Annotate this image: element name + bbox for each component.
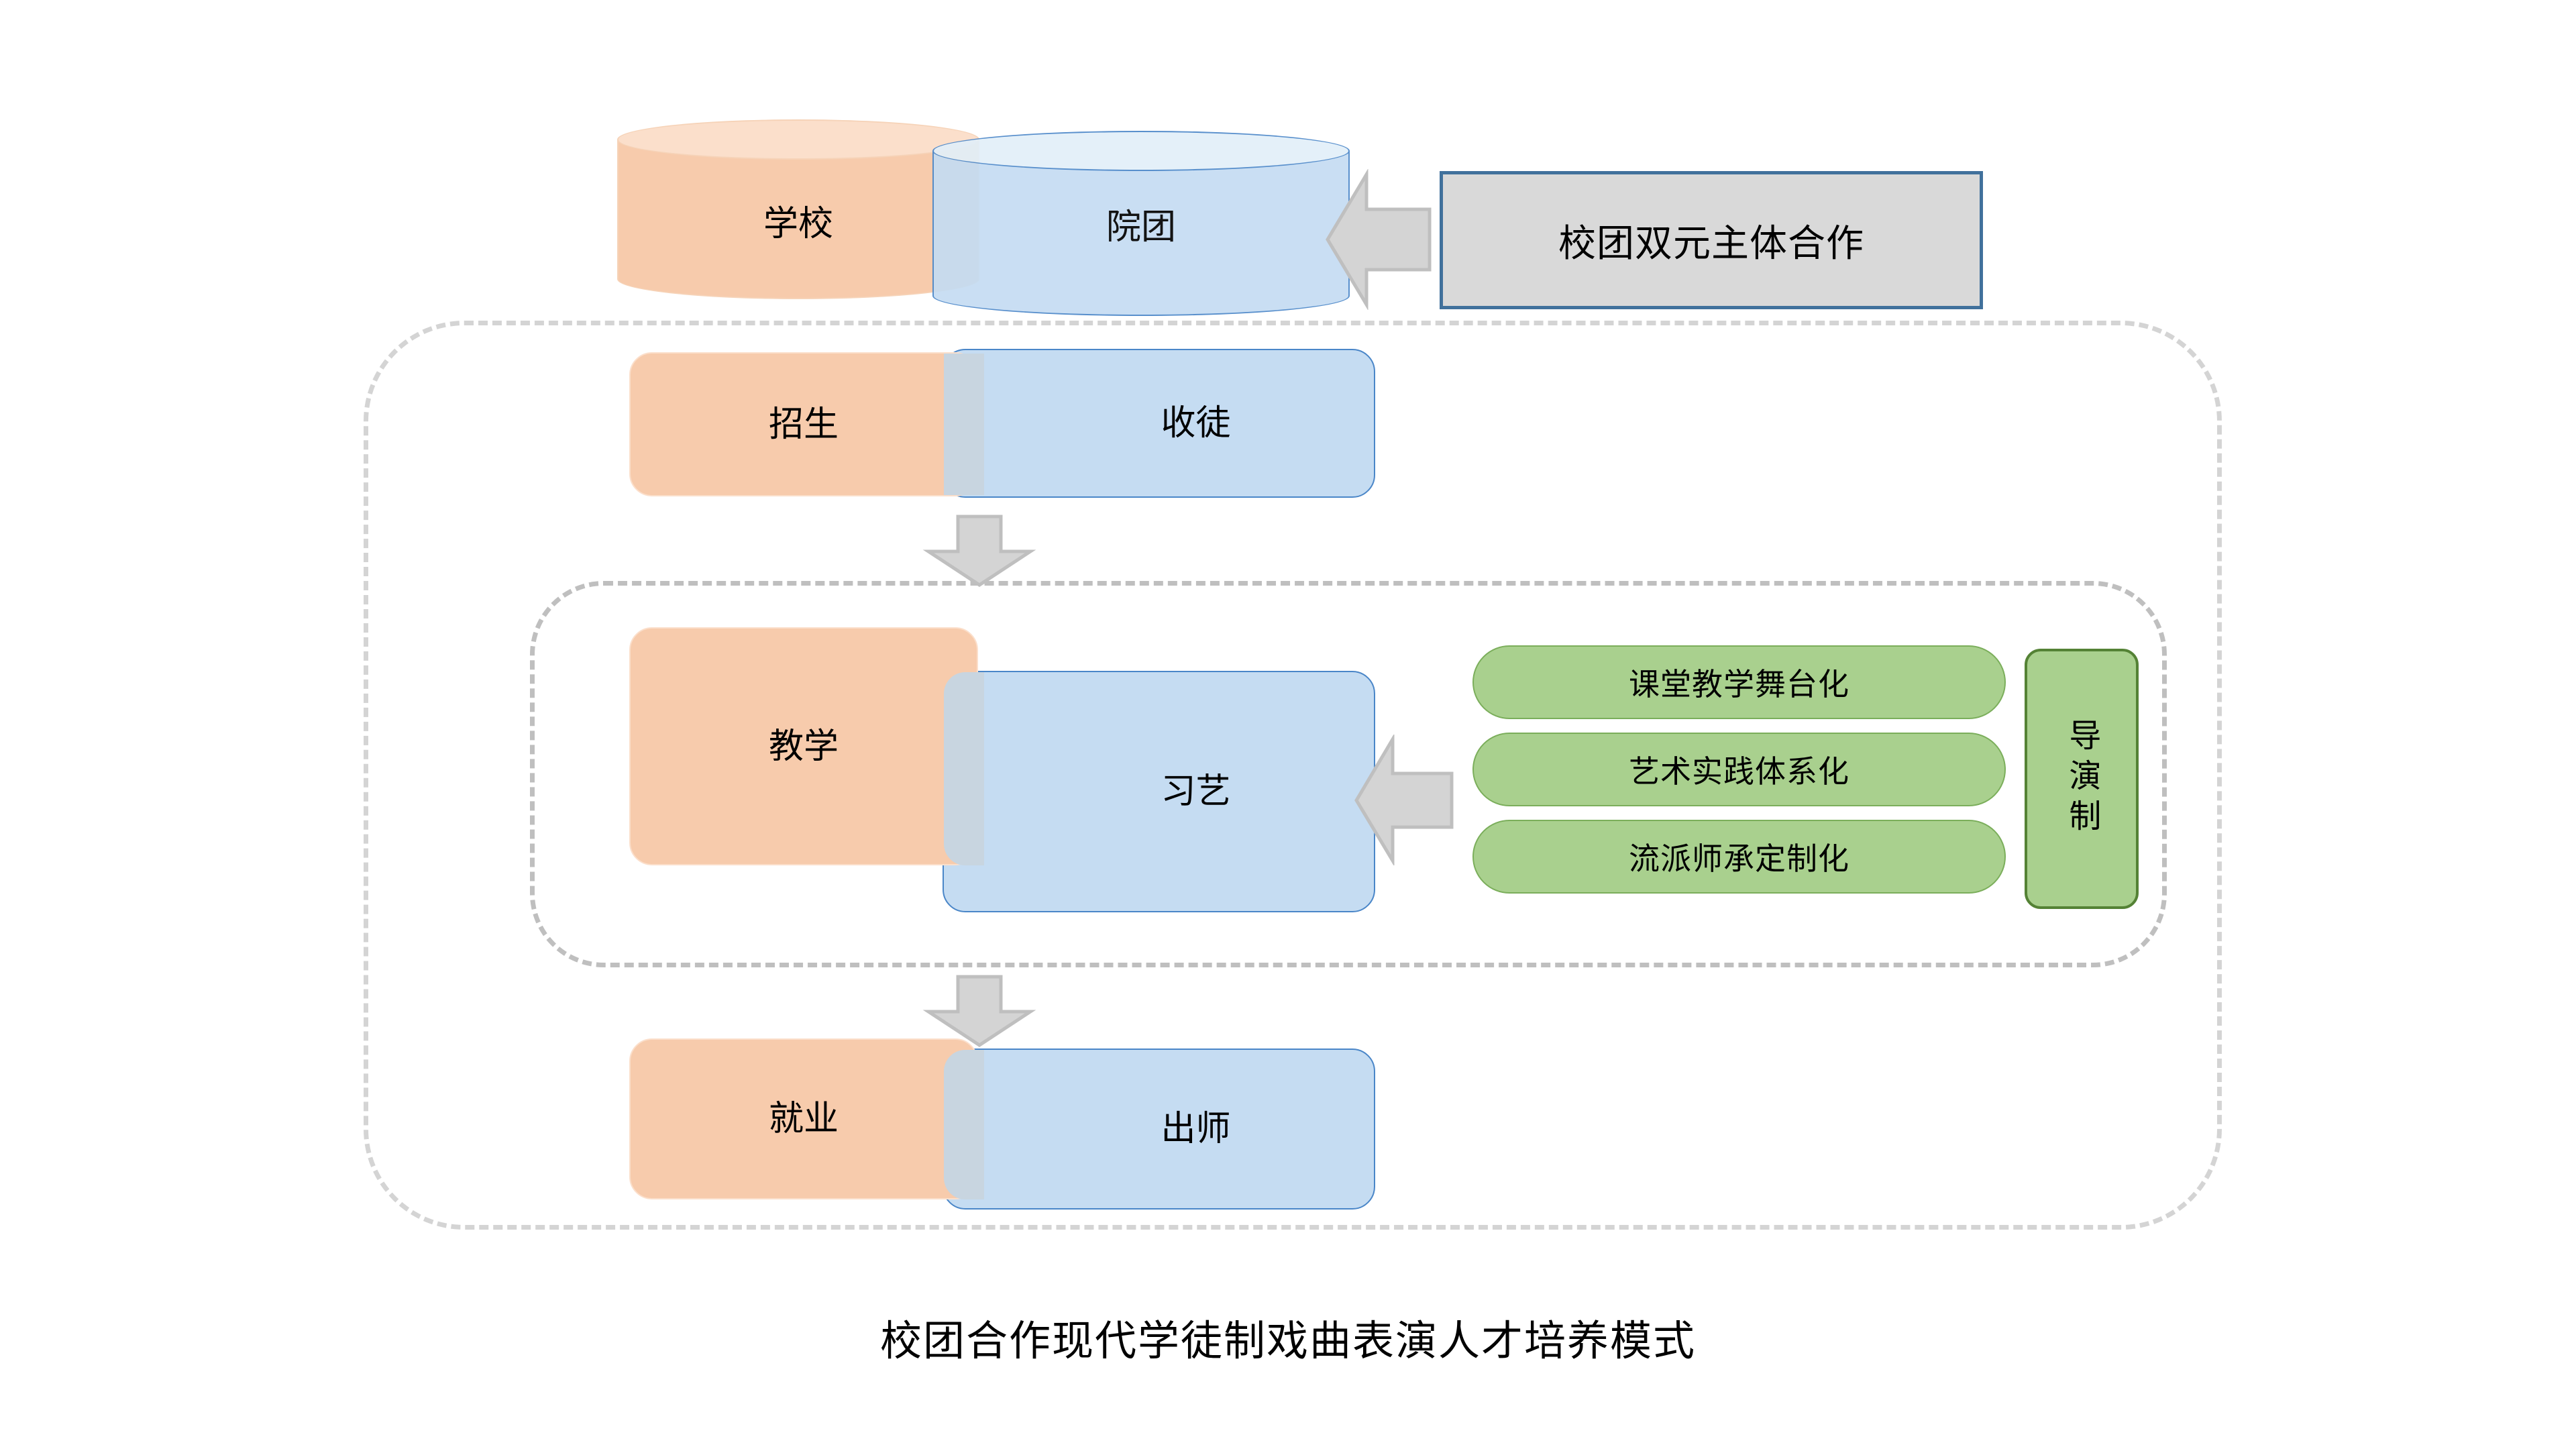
stage-2-troupe-box[interactable]: 习艺 xyxy=(943,671,1375,912)
feature-pill-2-label: 艺术实践体系化 xyxy=(1629,753,1849,790)
stage-1-school-box[interactable]: 招生 xyxy=(629,352,978,496)
stage-3-school-label: 就业 xyxy=(768,1099,839,1139)
outer-dashed-container xyxy=(364,321,2222,1230)
stage-1-troupe-box[interactable]: 收徒 xyxy=(943,349,1375,498)
diagram-caption: 校团合作现代学徒制戏曲表演人才培养模式 xyxy=(879,1316,1696,1365)
feature-pill-3-label: 流派师承定制化 xyxy=(1629,841,1849,877)
stage-3-troupe-label: 出师 xyxy=(1161,1109,1231,1149)
school-cylinder[interactable]: 学校 xyxy=(617,119,979,299)
feature-pill-3[interactable]: 流派师承定制化 xyxy=(1472,820,2006,894)
director-system-label: 导演制 xyxy=(2063,718,2101,839)
stage-3-school-box[interactable]: 就业 xyxy=(629,1038,978,1199)
feature-pill-2[interactable]: 艺术实践体系化 xyxy=(1472,733,2006,806)
partnership-callout-label: 校团双元主体合作 xyxy=(1558,221,1864,266)
stage-3-troupe-box[interactable]: 出师 xyxy=(943,1049,1375,1210)
stage-1-school-label: 招生 xyxy=(768,404,839,445)
arrow-down-1-icon xyxy=(922,515,1036,587)
director-system-box[interactable]: 导演制 xyxy=(2025,649,2139,909)
troupe-cylinder-left-edge xyxy=(932,151,934,296)
school-cylinder-left-edge xyxy=(617,140,619,279)
stage-2-overlap-region xyxy=(944,672,984,865)
troupe-cylinder-top xyxy=(932,131,1350,171)
inner-dashed-container xyxy=(530,581,2167,967)
troupe-cylinder[interactable]: 院团 xyxy=(932,131,1350,316)
stage-1-overlap-round xyxy=(944,354,984,495)
stage-2-school-label: 教学 xyxy=(768,726,839,767)
arrow-left-top-icon xyxy=(1326,169,1432,310)
school-cylinder-top xyxy=(617,119,979,160)
stage-3-overlap-region xyxy=(944,1050,984,1199)
partnership-callout-box[interactable]: 校团双元主体合作 xyxy=(1440,171,1983,309)
troupe-cylinder-body xyxy=(932,151,1350,296)
arrow-down-2-icon xyxy=(922,975,1036,1047)
stage-2-troupe-label: 习艺 xyxy=(1161,771,1231,812)
feature-pill-1-label: 课堂教学舞台化 xyxy=(1629,666,1849,702)
feature-pill-1[interactable]: 课堂教学舞台化 xyxy=(1472,645,2006,719)
stage-1-troupe-label: 收徒 xyxy=(1161,403,1231,443)
troupe-cylinder-label: 院团 xyxy=(1106,207,1176,248)
school-cylinder-label: 学校 xyxy=(763,204,833,244)
arrow-left-mid-icon xyxy=(1354,735,1454,865)
stage-2-school-box[interactable]: 教学 xyxy=(629,627,978,865)
school-cylinder-body xyxy=(617,140,979,279)
